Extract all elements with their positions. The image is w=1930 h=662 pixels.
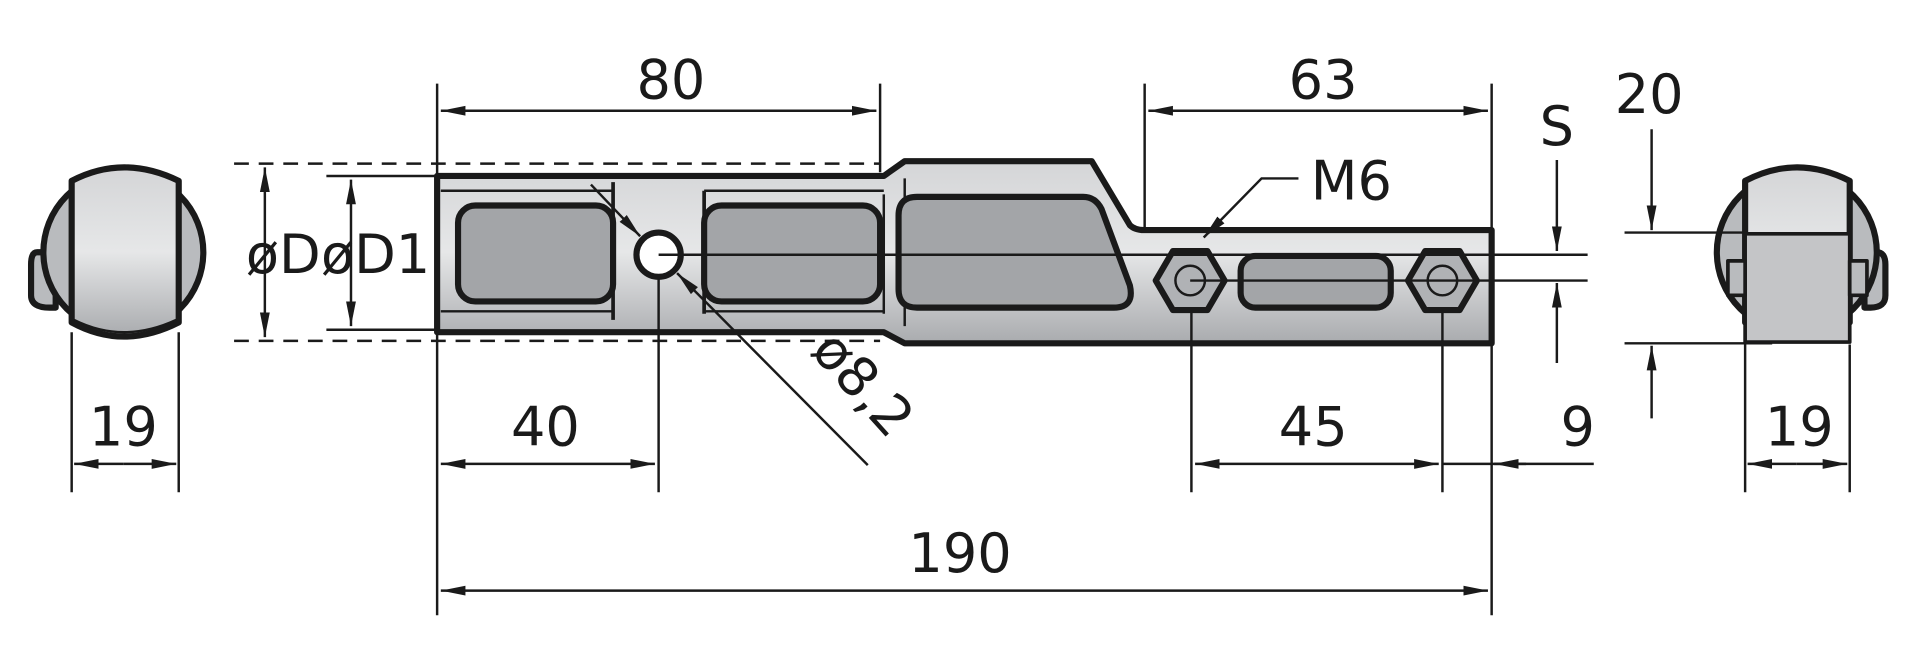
- label-m6: M6: [1311, 149, 1392, 212]
- dim-63: 63: [1289, 48, 1358, 111]
- dim-20: 20: [1615, 63, 1684, 126]
- label-s: S: [1540, 95, 1574, 158]
- dimension-lines: [74, 105, 1848, 596]
- dim-190: 190: [908, 522, 1011, 585]
- bolt-body: [434, 158, 1588, 347]
- label-d: øD: [246, 223, 321, 286]
- right-end-view: [1713, 164, 1889, 344]
- pocket-3: [895, 193, 1134, 311]
- dim-80: 80: [636, 48, 705, 111]
- left-end-view: [27, 164, 207, 340]
- extension-lines: [70, 83, 1851, 616]
- dim-19-right: 19: [1765, 395, 1834, 458]
- dim-9: 9: [1561, 395, 1595, 458]
- dim-45: 45: [1279, 395, 1348, 458]
- dim-40: 40: [511, 395, 580, 458]
- dim-19-left: 19: [89, 395, 158, 458]
- pocket-1: [454, 202, 617, 305]
- label-d1: øD1: [321, 223, 430, 286]
